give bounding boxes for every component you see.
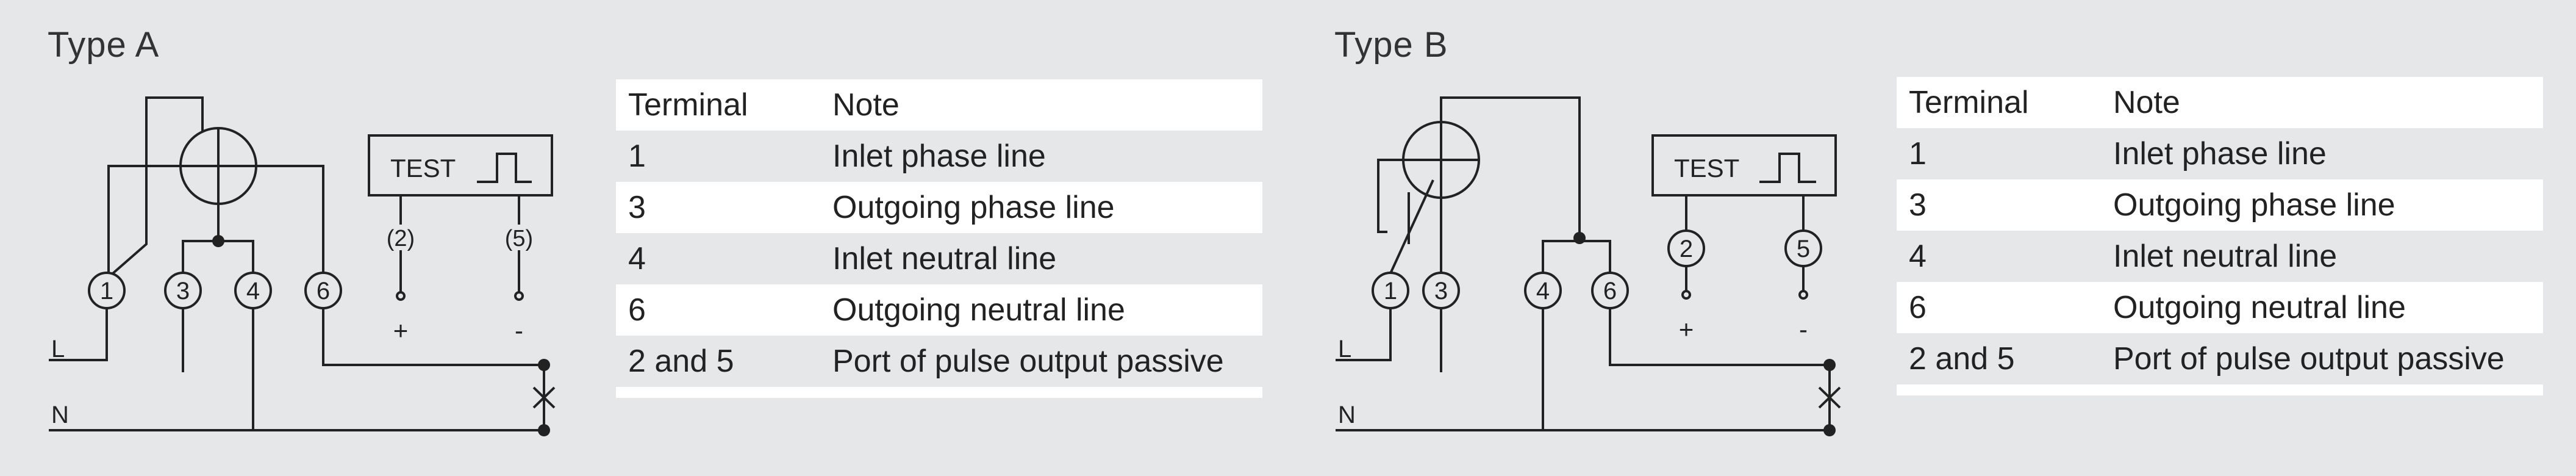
terminal-1 [88, 272, 126, 309]
terminal-cell: 6 [628, 292, 646, 328]
terminal-note-table: Terminal Note 1 Inlet phase line 3 Outgo… [616, 79, 1262, 398]
wiring-diagram: 1 3 4 6 (2) (5) + - TEST L N [49, 96, 556, 436]
note-cell: Outgoing phase line [2113, 187, 2395, 223]
column-header: Terminal [628, 87, 748, 123]
terminal-note-table: Terminal Note 1 Inlet phase line 3 Outgo… [1897, 77, 2543, 395]
terminal-label: 4 [1536, 278, 1550, 305]
table-row: 6 Outgoing neutral line [616, 284, 1262, 336]
panel-title: Type A [48, 25, 160, 65]
terminal-4 [234, 272, 272, 309]
terminal-2 [1667, 229, 1705, 267]
terminal-label: 4 [246, 278, 260, 305]
terminal-cell: 1 [1909, 136, 1927, 171]
table-row: 2 and 5 Port of pulse output passive [616, 336, 1262, 387]
table-footer-strip [1897, 384, 2543, 395]
terminal-cell: 6 [1909, 290, 1927, 325]
terminal-cell: 3 [1909, 187, 1927, 223]
table-row: 2 and 5 Port of pulse output passive [1897, 333, 2543, 384]
column-header: Terminal [1909, 85, 2029, 120]
terminal-3 [164, 272, 202, 309]
note-cell: Outgoing phase line [832, 190, 1115, 225]
polarity-label: + [393, 316, 409, 345]
terminal-4 [1524, 272, 1562, 309]
table-row: 4 Inlet neutral line [1897, 231, 2543, 282]
test-box [1651, 134, 1837, 197]
table-row: 1 Inlet phase line [616, 131, 1262, 182]
table-row: 3 Outgoing phase line [1897, 179, 2543, 231]
terminal-label: 3 [1434, 278, 1448, 305]
line-label: L [51, 336, 65, 362]
terminal-6 [304, 272, 342, 309]
line-label: N [1338, 402, 1356, 428]
table-row: 4 Inlet neutral line [616, 233, 1262, 284]
terminal-label: 1 [1384, 278, 1397, 305]
note-cell: Inlet phase line [832, 139, 1046, 174]
panel-type-b: Type B [1287, 0, 2576, 476]
note-cell: Inlet neutral line [832, 241, 1057, 276]
wiring-diagram: 1 3 4 6 2 5 + - TEST L N [1336, 96, 1841, 436]
polarity-label: - [515, 316, 523, 345]
line-label: L [1338, 336, 1351, 362]
terminal-6 [1591, 272, 1629, 309]
pulse-terminal-label: (2) [387, 226, 415, 251]
terminal-cell: 4 [628, 241, 646, 276]
terminal-cell: 2 and 5 [628, 344, 734, 379]
test-label: TEST [390, 154, 456, 182]
terminal-label: 6 [1603, 278, 1617, 305]
terminal-label: 3 [176, 278, 190, 305]
terminal-cell: 2 and 5 [1909, 341, 2015, 377]
test-box [368, 134, 553, 197]
pulse-terminal-label: 2 [1680, 236, 1693, 262]
polarity-label: - [1799, 315, 1808, 344]
table-row: 6 Outgoing neutral line [1897, 282, 2543, 333]
terminal-1 [1372, 272, 1409, 309]
panel-title: Type B [1334, 25, 1448, 65]
note-cell: Outgoing neutral line [832, 292, 1125, 328]
note-cell: Port of pulse output passive [832, 344, 1224, 379]
pulse-terminal-label: 5 [1797, 236, 1810, 262]
panel-type-a: Type A [0, 0, 1281, 476]
table-header-row: Terminal Note [616, 79, 1262, 131]
terminal-cell: 1 [628, 139, 646, 174]
table-row: 1 Inlet phase line [1897, 128, 2543, 179]
note-cell: Inlet neutral line [2113, 239, 2338, 274]
terminal-label: 6 [317, 278, 330, 305]
note-cell: Outgoing neutral line [2113, 290, 2406, 325]
table-row: 3 Outgoing phase line [616, 182, 1262, 233]
note-cell: Port of pulse output passive [2113, 341, 2505, 377]
terminal-5 [1784, 229, 1822, 267]
column-header: Note [2113, 85, 2180, 120]
polarity-label: + [1679, 315, 1694, 344]
terminal-cell: 4 [1909, 239, 1927, 274]
terminal-cell: 3 [628, 190, 646, 225]
line-label: N [51, 402, 69, 428]
terminal-label: 1 [100, 278, 113, 305]
terminal-3 [1422, 272, 1460, 309]
test-label: TEST [1674, 154, 1739, 182]
column-header: Note [832, 87, 900, 123]
pulse-terminal-label: (5) [505, 226, 533, 251]
table-header-row: Terminal Note [1897, 77, 2543, 128]
table-footer-strip [616, 387, 1262, 398]
note-cell: Inlet phase line [2113, 136, 2327, 171]
